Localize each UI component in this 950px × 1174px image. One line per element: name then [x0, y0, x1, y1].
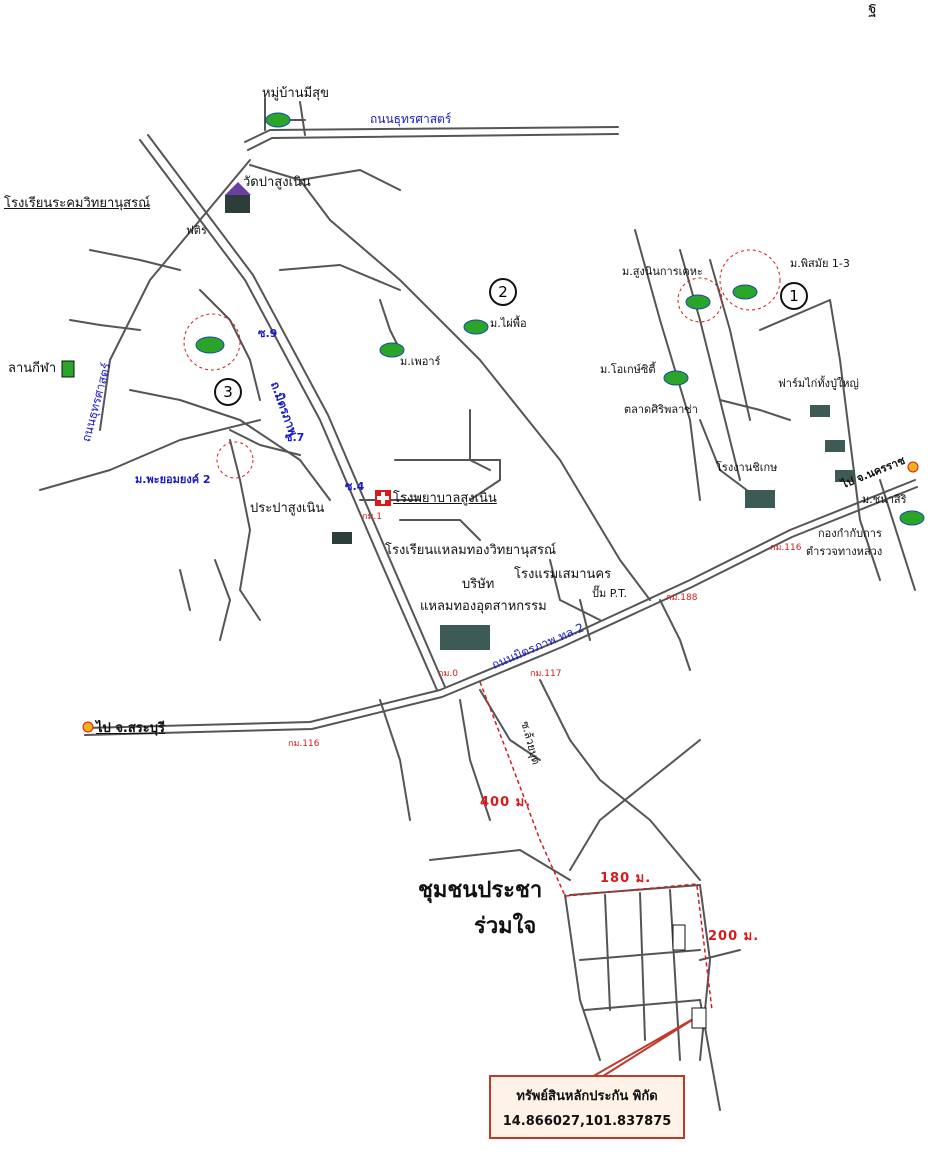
school-label: โรงเรียนแหลมทองวิทยานุสรณ์ — [385, 543, 557, 558]
village-label: ม.ชนาสิริ — [862, 493, 907, 506]
km-marker-label: กม.0 — [438, 669, 458, 679]
village-label: ม.พะยอมยงค์ 2 — [135, 473, 211, 486]
marker-1: 1 — [780, 282, 808, 310]
km-marker-label: กม.188 — [666, 593, 698, 603]
hospital-label: โรงพยาบาลสูงเนิน — [393, 491, 497, 506]
company-label: แหลมทองอุตสาหกรรม — [420, 599, 547, 614]
property-callout: ทรัพย์สินหลักประกัน พิกัด 14.866027,101.… — [489, 1075, 685, 1139]
police-label: กองกำกับการ — [818, 527, 882, 540]
soi-label: ซ.4 — [345, 480, 365, 493]
community-name: ชุมชนประชา — [418, 878, 543, 903]
village-label: ม.สูงนินการเคหะ — [622, 265, 703, 278]
village-label: ม.เพอาร์ — [400, 355, 441, 368]
village-label: ม.ไผ่พื้อ — [490, 317, 527, 330]
company-label: บริษัท — [462, 577, 495, 592]
marker-2: 2 — [489, 278, 517, 306]
distance-label: 400 ม. — [480, 795, 532, 810]
factory-label: โรงงานชิเกษ — [716, 461, 778, 474]
header-char: ฐ — [868, 0, 877, 17]
village-label: ม.พิสมัย 1-3 — [790, 257, 850, 270]
waterworks-label: ประปาสูงเนิน — [250, 501, 325, 516]
gas-station-label: ปั๊ม P.T. — [592, 587, 628, 600]
soi-label: ซ.9 — [258, 327, 278, 340]
callout-coordinates: 14.866027,101.837875 — [502, 1114, 672, 1129]
marker-3: 3 — [214, 378, 242, 406]
temple-label: วัดปาสูงเนิน — [243, 175, 311, 190]
km-marker-label: กม.117 — [530, 669, 562, 679]
sports-field-label: ลานกีฬา — [8, 361, 57, 376]
km-marker-label: กม.116 — [770, 543, 802, 553]
temple-short-label: ฟติร — [186, 224, 207, 237]
callout-title: ทรัพย์สินหลักประกัน พิกัด — [516, 1089, 658, 1104]
school-label: โรงเรียนระคมวิทยานุสรณ์ — [4, 196, 151, 211]
direction-label: ไป จ.สระบุรี — [96, 721, 166, 736]
distance-label: 180 ม. — [600, 871, 652, 886]
village-label: ม.โอเกษ์ซิตี้ — [600, 363, 656, 376]
hotel-label: โรงแรมเสมานคร — [514, 567, 612, 582]
village-label: หมู่บ้านมีสุข — [262, 86, 329, 101]
distance-label: 200 ม. — [708, 929, 760, 944]
market-label: ตลาดศิริพลาซ่า — [624, 403, 698, 416]
km-marker-label: กม.116 — [288, 739, 320, 749]
police-label: ตำรวจทางหลวง — [806, 545, 883, 558]
community-name: ร่วมใจ — [474, 914, 537, 939]
km-marker-label: กม.1 — [362, 512, 382, 522]
farm-label: ฟาร์มไก่ทั้งปู่ใหญ่ — [778, 377, 859, 390]
road-label: ถนนธุทรศาสตร์ — [370, 112, 452, 126]
soi-label: ซ.7 — [285, 431, 305, 444]
